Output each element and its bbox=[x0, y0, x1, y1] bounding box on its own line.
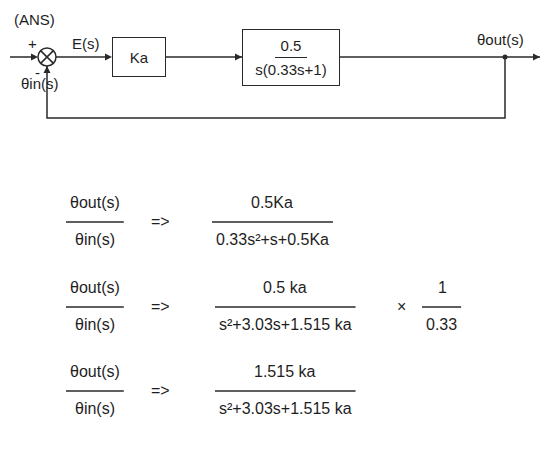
denominator: θin(s) bbox=[75, 399, 115, 419]
denominator: s(0.33s+1) bbox=[255, 58, 326, 79]
denominator: θin(s) bbox=[75, 315, 115, 335]
error-wire bbox=[56, 54, 112, 61]
signal-arrow bbox=[166, 54, 242, 61]
output-wire bbox=[340, 54, 540, 61]
take-off-point bbox=[503, 55, 508, 60]
denominator: 0.33s²+s+0.5Ka bbox=[216, 230, 329, 250]
numerator: θout(s) bbox=[70, 362, 120, 382]
signal-name: E(s) bbox=[72, 34, 100, 54]
fraction-bar bbox=[66, 221, 124, 223]
answer-tag: (ANS) bbox=[14, 10, 55, 30]
implies-sign: => bbox=[151, 381, 170, 401]
input-wire bbox=[10, 54, 38, 61]
fraction-bar bbox=[422, 306, 461, 308]
times-sign: × bbox=[397, 297, 406, 317]
fraction-bar bbox=[212, 221, 333, 223]
fraction-bar bbox=[66, 390, 124, 392]
block-label: Ka bbox=[130, 48, 148, 67]
numerator: θout(s) bbox=[70, 278, 120, 298]
signal-name: θout(s) bbox=[477, 30, 524, 50]
signal-name: θin(s) bbox=[21, 74, 59, 94]
fraction-bar bbox=[215, 390, 356, 392]
numerator: 1 bbox=[438, 278, 447, 298]
denominator: s²+3.03s+1.515 ka bbox=[219, 315, 352, 335]
gain-block: Ka bbox=[112, 37, 166, 77]
denominator: 0.33 bbox=[426, 315, 457, 335]
fraction-bar bbox=[66, 306, 124, 308]
fraction-bar bbox=[215, 306, 356, 308]
denominator: s²+3.03s+1.515 ka bbox=[219, 399, 352, 419]
plus-sign: + bbox=[28, 34, 37, 54]
numerator: 0.5 bbox=[275, 36, 308, 58]
summing-junction bbox=[38, 48, 56, 66]
denominator: θin(s) bbox=[75, 230, 115, 250]
numerator: 0.5Ka bbox=[251, 193, 293, 213]
numerator: 0.5 ka bbox=[263, 278, 307, 298]
plant-block: 0.5s(0.33s+1) bbox=[242, 29, 340, 86]
implies-sign: => bbox=[151, 212, 170, 232]
numerator: θout(s) bbox=[70, 193, 120, 213]
numerator: 1.515 ka bbox=[254, 362, 315, 382]
implies-sign: => bbox=[151, 297, 170, 317]
